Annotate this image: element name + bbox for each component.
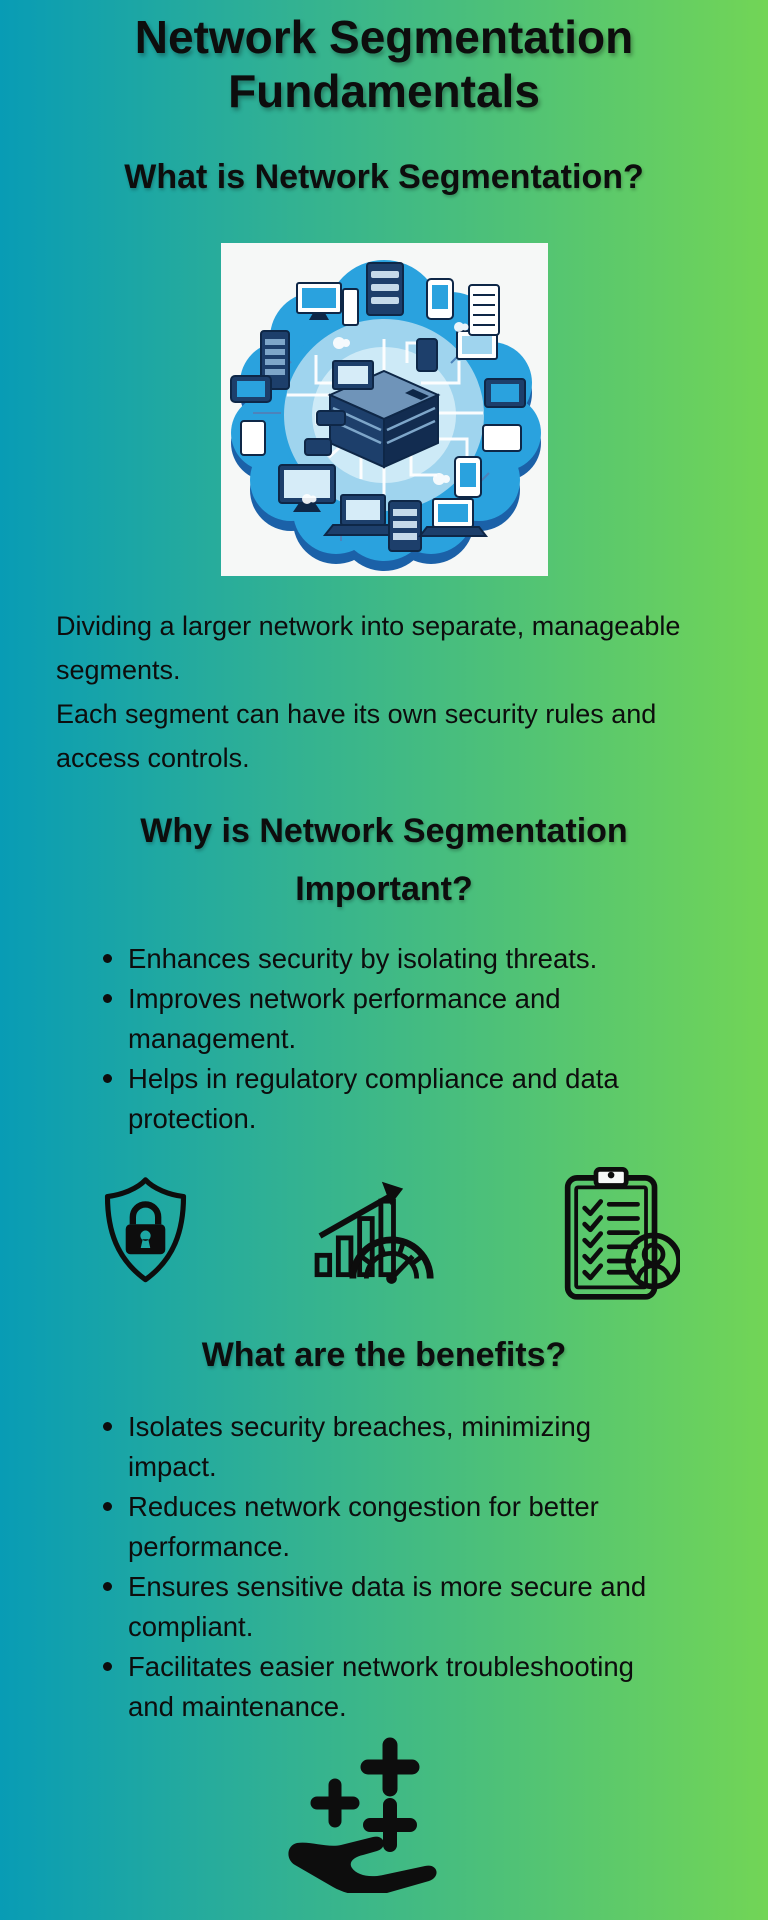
list-item: Reduces network congestion for better pe… <box>96 1487 651 1567</box>
list-item: Enhances security by isolating threats. <box>96 939 651 979</box>
list-item: Facilitates easier network troubleshooti… <box>96 1647 651 1727</box>
compliance-checklist-icon <box>564 1166 680 1300</box>
why-icon-row <box>0 1165 768 1305</box>
hand-benefits-icon <box>287 1733 437 1896</box>
page-title: Network Segmentation Fundamentals <box>134 11 634 118</box>
network-cloud-illustration <box>220 242 548 576</box>
why-heading: Why is Network Segmentation Important? <box>140 811 628 909</box>
list-item: Improves network performance and managem… <box>96 979 651 1059</box>
what-paragraph-2: Each segment can have its own security r… <box>56 698 657 773</box>
list-item: Helps in regulatory compliance and data … <box>96 1059 651 1139</box>
why-bullet-list: Enhances security by isolating threats.I… <box>96 939 651 1139</box>
list-item: Ensures sensitive data is more secure an… <box>96 1567 651 1647</box>
what-paragraph-1: Dividing a larger network into separate,… <box>56 610 681 685</box>
benefits-bullet-list: Isolates security breaches, minimizing i… <box>96 1407 651 1727</box>
what-description: Dividing a larger network into separate,… <box>56 604 724 780</box>
shield-lock-icon <box>104 1177 187 1283</box>
performance-gauge-icon <box>314 1181 434 1284</box>
network-illustration <box>220 242 548 576</box>
list-item: Isolates security breaches, minimizing i… <box>96 1407 651 1487</box>
what-heading: What is Network Segmentation? <box>124 157 644 196</box>
benefits-heading: What are the benefits? <box>201 1335 567 1374</box>
